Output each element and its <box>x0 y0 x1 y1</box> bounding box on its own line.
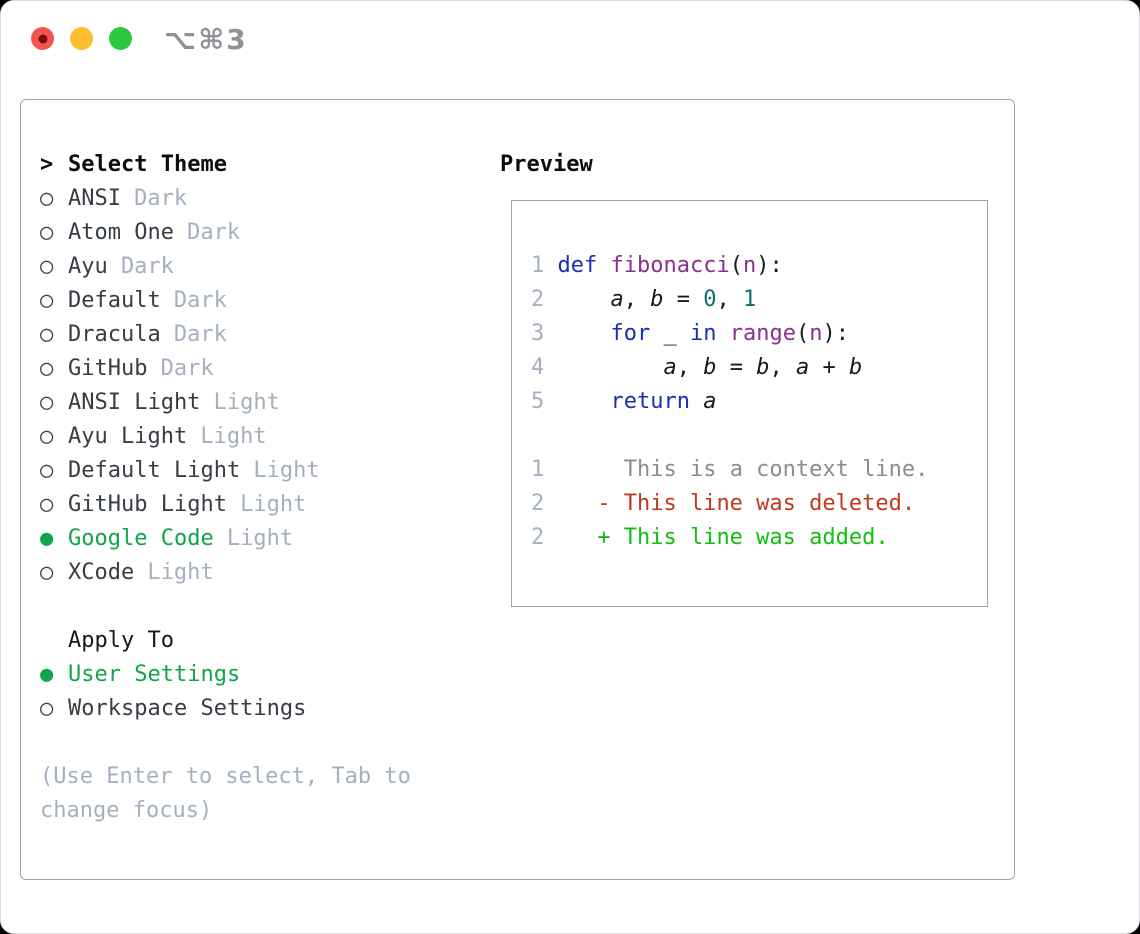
theme-variant-badge: Dark <box>120 254 174 279</box>
theme-item-dracula[interactable]: ○ Dracula Dark <box>40 318 500 352</box>
radio-icon: ○ <box>40 696 54 721</box>
theme-name: Google Code <box>68 526 214 551</box>
close-button[interactable] <box>31 27 54 50</box>
radio-icon: ○ <box>40 424 54 449</box>
theme-name: Default Light <box>68 458 241 483</box>
radio-icon: ○ <box>40 458 54 483</box>
theme-item-google-code[interactable]: ● Google Code Light <box>40 522 500 556</box>
theme-item-ansi[interactable]: ○ ANSI Dark <box>40 182 500 216</box>
radio-icon: ○ <box>40 322 54 347</box>
focus-caret-icon: > <box>40 152 54 177</box>
code-line: 4 a, b = b, a + b <box>531 355 863 380</box>
code-preview: 1 def fibonacci(n): 2 a, b = 0, 1 3 for _ … <box>531 249 987 419</box>
apply-option-label: Workspace Settings <box>68 696 307 721</box>
theme-name: Default <box>68 288 161 313</box>
diff-line: 2 + This line was added. <box>531 525 889 550</box>
right-column: Preview 1 def fibonacci(n): 2 a, b = 0, 1… <box>500 148 1014 879</box>
radio-selected-icon: ● <box>40 526 54 551</box>
theme-variant-badge: Light <box>213 390 280 415</box>
traffic-lights <box>31 27 132 50</box>
apply-to-header: Apply To <box>40 624 500 658</box>
theme-item-atom-one[interactable]: ○ Atom One Dark <box>40 216 500 250</box>
theme-name: Ayu Light <box>68 424 188 449</box>
select-theme-label: Select Theme <box>68 152 227 177</box>
radio-icon: ○ <box>40 254 54 279</box>
theme-variant-badge: Light <box>240 492 307 517</box>
theme-item-github[interactable]: ○ GitHub Dark <box>40 352 500 386</box>
diff-line: 2 - This line was deleted. <box>531 491 916 516</box>
code-line: 2 a, b = 0, 1 <box>531 287 757 312</box>
theme-variant-badge: Light <box>147 560 214 585</box>
radio-icon: ○ <box>40 560 54 585</box>
theme-item-xcode[interactable]: ○ XCode Light <box>40 556 500 590</box>
maximize-button[interactable] <box>109 27 132 50</box>
diff-line: 1 This is a context line. <box>531 457 929 482</box>
radio-icon: ○ <box>40 288 54 313</box>
theme-item-ansi-light[interactable]: ○ ANSI Light Light <box>40 386 500 420</box>
apply-to-label: Apply To <box>68 628 174 653</box>
apply-option-workspace-settings[interactable]: ○ Workspace Settings <box>40 692 500 726</box>
code-line: 5 return a <box>531 389 717 414</box>
keyboard-hint: (Use Enter to select, Tab to change focu… <box>40 764 411 823</box>
theme-name: XCode <box>68 560 135 585</box>
radio-icon: ○ <box>40 220 54 245</box>
theme-item-default[interactable]: ○ Default Dark <box>40 284 500 318</box>
theme-variant-badge: Light <box>226 526 294 551</box>
theme-name: GitHub <box>68 356 148 381</box>
titlebar: ⌥⌘3 <box>1 1 1139 99</box>
theme-name: GitHub Light <box>68 492 227 517</box>
select-theme-header: > Select Theme <box>40 148 500 182</box>
radio-icon: ○ <box>40 186 54 211</box>
theme-item-default-light[interactable]: ○ Default Light Light <box>40 454 500 488</box>
theme-name: ANSI Light <box>68 390 201 415</box>
apply-option-user-settings[interactable]: ● User Settings <box>40 658 500 692</box>
code-line: 1 def fibonacci(n): <box>531 253 783 278</box>
preview-title: Preview <box>500 152 593 177</box>
theme-variant-badge: Dark <box>173 322 227 347</box>
theme-item-ayu-light[interactable]: ○ Ayu Light Light <box>40 420 500 454</box>
theme-item-github-light[interactable]: ○ GitHub Light Light <box>40 488 500 522</box>
window-title: ⌥⌘3 <box>164 23 248 56</box>
radio-icon: ○ <box>40 390 54 415</box>
theme-name: Ayu <box>68 254 108 279</box>
theme-variant-badge: Dark <box>173 288 227 313</box>
code-line: 3 for _ in range(n): <box>531 321 849 346</box>
theme-variant-badge: Dark <box>187 220 241 245</box>
radio-icon: ○ <box>40 356 54 381</box>
apply-option-label: User Settings <box>68 662 241 687</box>
minimize-button[interactable] <box>70 27 93 50</box>
diff-preview: 1 This is a context line. 2 - This line w… <box>531 453 987 555</box>
apply-to-options: ● User Settings ○ Workspace Settings <box>40 658 500 726</box>
theme-variant-badge: Light <box>253 458 320 483</box>
radio-icon: ○ <box>40 492 54 517</box>
theme-name: Atom One <box>68 220 174 245</box>
theme-name: ANSI <box>68 186 121 211</box>
theme-name: Dracula <box>68 322 161 347</box>
theme-variant-badge: Light <box>200 424 267 449</box>
preview-box: 1 def fibonacci(n): 2 a, b = 0, 1 3 for _ … <box>511 200 988 607</box>
theme-item-ayu[interactable]: ○ Ayu Dark <box>40 250 500 284</box>
theme-variant-badge: Dark <box>160 356 214 381</box>
theme-variant-badge: Dark <box>134 186 188 211</box>
radio-selected-icon: ● <box>40 662 54 687</box>
